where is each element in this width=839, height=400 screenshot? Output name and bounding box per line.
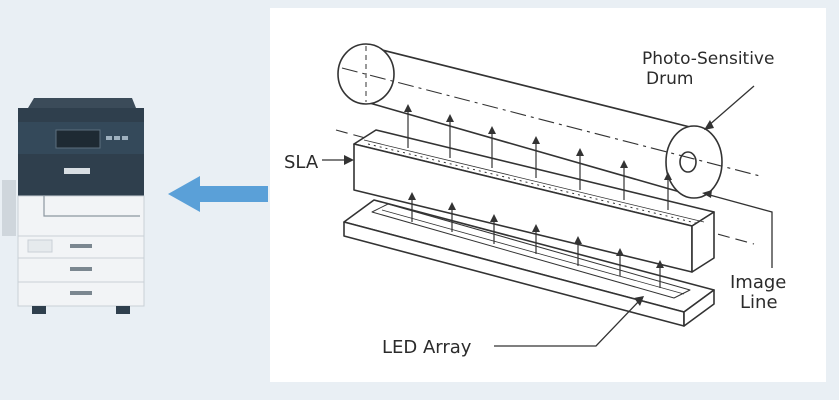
leader-arrowheads — [344, 120, 714, 306]
display-screen-icon — [55, 129, 101, 149]
led-array-label: LED Array — [382, 337, 472, 358]
drum-label-line1: Photo-Sensitive — [642, 49, 774, 69]
image-line-label-line2: Line — [740, 292, 778, 313]
drum-label-line2: Drum — [646, 69, 693, 89]
photo-sensitive-drum — [337, 43, 761, 199]
printer-icon — [2, 98, 145, 314]
image-line-label-line1: Image — [730, 272, 786, 293]
led-array-board — [343, 199, 715, 327]
sla-lens-array — [353, 129, 715, 273]
sla-light-rays — [407, 108, 669, 210]
sla-label: SLA — [284, 152, 319, 173]
led-light-rays — [411, 196, 661, 288]
ray-arrowheads — [404, 104, 672, 268]
led-printhead-schematic — [335, 43, 761, 327]
left-arrow-icon — [168, 176, 268, 212]
